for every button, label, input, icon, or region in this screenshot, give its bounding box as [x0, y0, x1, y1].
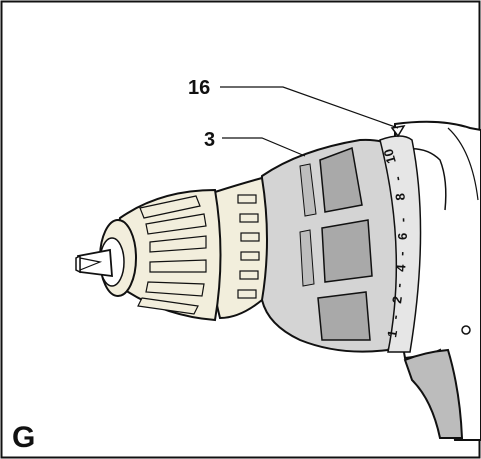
torque-scale-mark-sep: - [389, 175, 405, 182]
torque-scale-mark-sep: - [395, 218, 410, 223]
torque-scale-mark-1: 1 [384, 329, 400, 339]
torque-scale-mark-4: 4 [393, 263, 409, 272]
handle-grip [403, 348, 464, 439]
torque-scale-mark-2: 2 [389, 295, 405, 304]
torque-scale-mark-8: 8 [392, 192, 408, 201]
callout-3-label: 3 [204, 129, 215, 151]
torque-scale-mark-sep: - [387, 314, 403, 321]
torque-scale: 1 - 2 - 4 - 6 - 8 - 10 [380, 147, 410, 338]
panel-letter: G [12, 421, 35, 454]
setting-indicator [390, 124, 406, 138]
torque-scale-mark-10: 10 [380, 147, 398, 165]
torque-scale-mark-sep: - [394, 251, 409, 256]
callout-16-leader [220, 86, 399, 129]
callout-3-leader [222, 137, 306, 157]
torque-scale-mark-sep: - [391, 282, 406, 288]
screwdriver-bit [75, 248, 113, 278]
callout-16-label: 16 [188, 77, 210, 99]
chuck-front-sleeve [116, 188, 222, 322]
chuck-rear-sleeve [210, 176, 268, 320]
torque-scale-mark-6: 6 [395, 233, 410, 240]
